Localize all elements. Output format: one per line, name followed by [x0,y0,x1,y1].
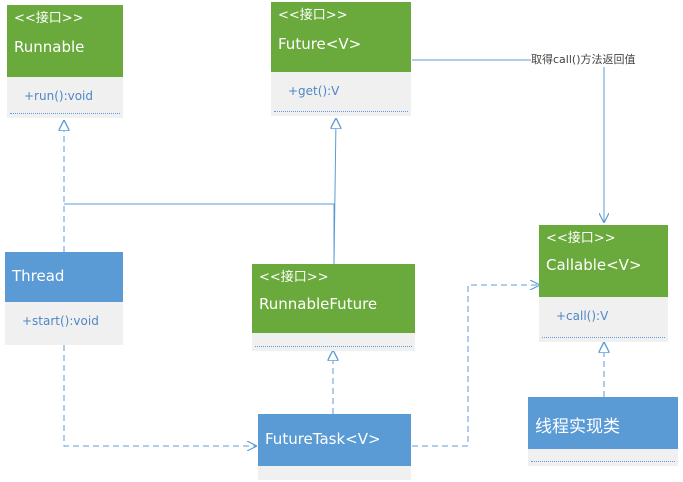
callable-interface: <<接口>> Callable<V> +call():V [539,225,668,342]
return-value-note: 取得call()方法返回值 [531,51,636,67]
future-callable-edge [412,59,604,222]
runnablefuture-future-edge [334,119,336,265]
runnable-name: Runnable [14,38,85,56]
thread-futuretask-edge [63,345,256,446]
runnablefuture-interface: <<接口>> RunnableFuture [252,264,415,351]
impl-class-name: 线程实现类 [535,417,620,437]
runnablefuture-stereotype: <<接口>> [259,270,329,285]
runnable-stereotype: <<接口>> [14,11,84,26]
future-name: Future<V> [278,35,362,53]
future-interface: <<接口>> Future<V> +get():V [271,2,411,116]
futuretask-callable-edge [412,285,539,447]
impl-class: 线程实现类 [528,397,678,466]
futuretask-name: FutureTask<V> [265,430,381,448]
runnable-run-method: +run():void [24,89,93,103]
callable-stereotype: <<接口>> [546,231,616,246]
callable-name: Callable<V> [546,256,642,274]
thread-class: Thread +start():void [5,252,123,345]
futuretask-class: FutureTask<V> [258,414,411,480]
runnablefuture-name: RunnableFuture [259,295,378,313]
thread-name: Thread [12,267,65,285]
thread-start-method: +start():void [22,314,99,328]
future-get-method: +get():V [288,84,340,98]
runnable-interface: <<接口>> Runnable +run():void [7,5,123,118]
future-stereotype: <<接口>> [278,8,348,23]
callable-call-method: +call():V [556,309,609,323]
